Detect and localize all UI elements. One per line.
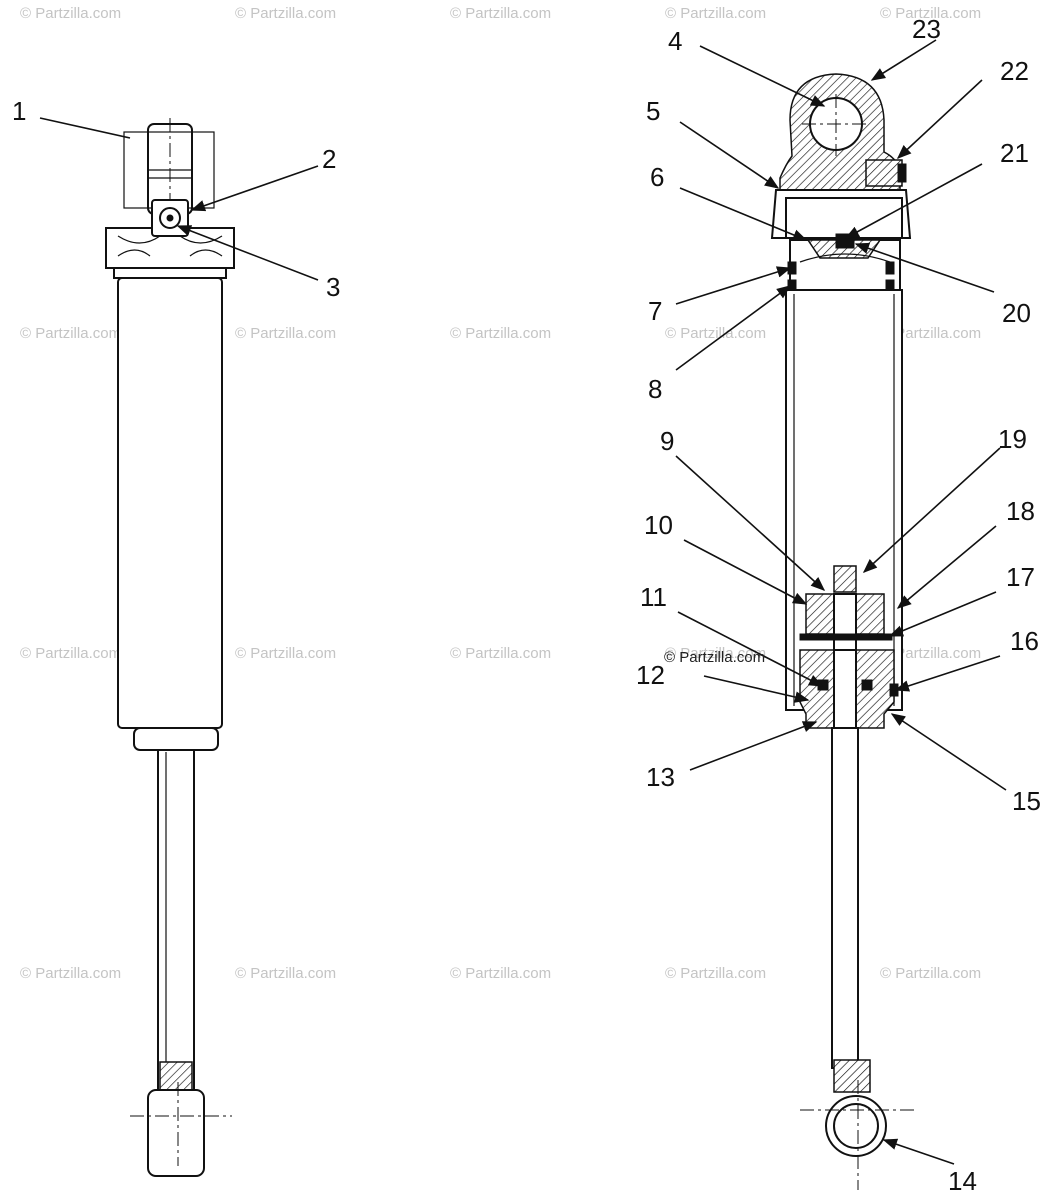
callout-3: 3 bbox=[326, 272, 340, 302]
callout-20: 20 bbox=[1002, 298, 1031, 328]
watermark-text: © Partzilla.com bbox=[20, 5, 121, 22]
watermark-text: © Partzilla.com bbox=[880, 965, 981, 982]
watermark-text: © Partzilla.com bbox=[880, 325, 981, 342]
cutaway-shock bbox=[770, 73, 918, 1190]
callout-15: 15 bbox=[1012, 786, 1041, 816]
partzilla-credit: © Partzilla.com bbox=[664, 649, 765, 666]
callout-8: 8 bbox=[648, 374, 662, 404]
callout-21: 21 bbox=[1000, 138, 1029, 168]
watermark-text: © Partzilla.com bbox=[450, 965, 551, 982]
callout-22: 22 bbox=[1000, 56, 1029, 86]
callout-14: 14 bbox=[948, 1166, 977, 1196]
callout-9: 9 bbox=[660, 426, 674, 456]
watermark-text: © Partzilla.com bbox=[665, 325, 766, 342]
leader-lines bbox=[39, 39, 1007, 1165]
callout-4: 4 bbox=[668, 26, 682, 56]
watermark-text: © Partzilla.com bbox=[880, 5, 981, 22]
callout-10: 10 bbox=[644, 510, 673, 540]
callout-labels: 1 2 3 4 5 6 7 8 9 10 11 12 13 14 15 16 1… bbox=[12, 14, 1041, 1196]
watermark-text: © Partzilla.com bbox=[450, 645, 551, 662]
watermark-text: © Partzilla.com bbox=[450, 325, 551, 342]
watermark-text: © Partzilla.com bbox=[235, 965, 336, 982]
callout-13: 13 bbox=[646, 762, 675, 792]
callout-23: 23 bbox=[912, 14, 941, 44]
callout-5: 5 bbox=[646, 96, 660, 126]
watermark-text: © Partzilla.com bbox=[235, 645, 336, 662]
callout-6: 6 bbox=[650, 162, 664, 192]
callout-7: 7 bbox=[648, 296, 662, 326]
callout-16: 16 bbox=[1010, 626, 1039, 656]
watermark-text: © Partzilla.com bbox=[880, 645, 981, 662]
assembled-shock bbox=[105, 118, 235, 1177]
watermark-grid: © Partzilla.com© Partzilla.com© Partzill… bbox=[20, 5, 981, 982]
watermark-text: © Partzilla.com bbox=[20, 325, 121, 342]
callout-19: 19 bbox=[998, 424, 1027, 454]
callout-2: 2 bbox=[322, 144, 336, 174]
watermark-text: © Partzilla.com bbox=[20, 645, 121, 662]
callout-1: 1 bbox=[12, 96, 26, 126]
callout-18: 18 bbox=[1006, 496, 1035, 526]
watermark-text: © Partzilla.com bbox=[20, 965, 121, 982]
callout-17: 17 bbox=[1006, 562, 1035, 592]
callout-11: 11 bbox=[640, 582, 667, 612]
watermark-text: © Partzilla.com bbox=[235, 325, 336, 342]
watermark-text: © Partzilla.com bbox=[665, 645, 766, 662]
watermark-text: © Partzilla.com bbox=[450, 5, 551, 22]
callout-12: 12 bbox=[636, 660, 665, 690]
watermark-text: © Partzilla.com bbox=[665, 965, 766, 982]
watermark-text: © Partzilla.com bbox=[665, 5, 766, 22]
watermark-text: © Partzilla.com bbox=[235, 5, 336, 22]
